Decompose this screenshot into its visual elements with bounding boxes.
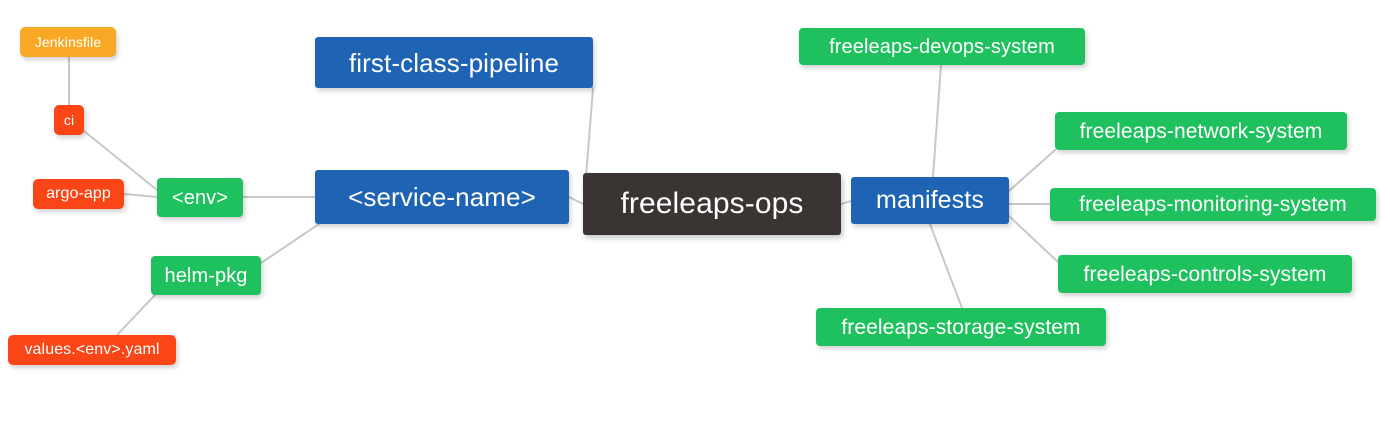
mindmap-node-network[interactable]: freeleaps-network-system — [1055, 112, 1347, 150]
edge-manifests-to-network — [1008, 149, 1056, 192]
mindmap-node-monitoring[interactable]: freeleaps-monitoring-system — [1050, 188, 1376, 221]
edge-root-to-manifests — [840, 200, 852, 205]
mindmap-node-service[interactable]: <service-name> — [315, 170, 569, 224]
mindmap-node-pipeline[interactable]: first-class-pipeline — [315, 37, 593, 88]
mindmap-node-manifests[interactable]: manifests — [851, 177, 1009, 224]
mindmap-node-argoapp[interactable]: argo-app — [33, 179, 124, 209]
edge-service-to-helm — [260, 223, 320, 264]
edge-manifests-to-controls — [1008, 215, 1059, 263]
edge-root-to-pipeline — [585, 87, 594, 178]
edge-helm-to-values — [116, 294, 156, 336]
edge-root-to-service — [568, 196, 584, 205]
mindmap-node-root[interactable]: freeleaps-ops — [583, 173, 841, 235]
mindmap-node-values[interactable]: values.<env>.yaml — [8, 335, 176, 365]
mindmap-node-controls[interactable]: freeleaps-controls-system — [1058, 255, 1352, 293]
mindmap-node-helm[interactable]: helm-pkg — [151, 256, 261, 295]
edge-manifests-to-devops — [932, 64, 942, 178]
mindmap-node-jenkinsfile[interactable]: Jenkinsfile — [20, 27, 116, 57]
edge-env-to-argoapp — [123, 193, 158, 198]
mindmap-node-env[interactable]: <env> — [157, 178, 243, 217]
edge-manifests-to-storage — [929, 223, 963, 309]
mindmap-node-ci[interactable]: ci — [54, 105, 84, 135]
mindmap-node-devops[interactable]: freeleaps-devops-system — [799, 28, 1085, 65]
mindmap-node-storage[interactable]: freeleaps-storage-system — [816, 308, 1106, 346]
